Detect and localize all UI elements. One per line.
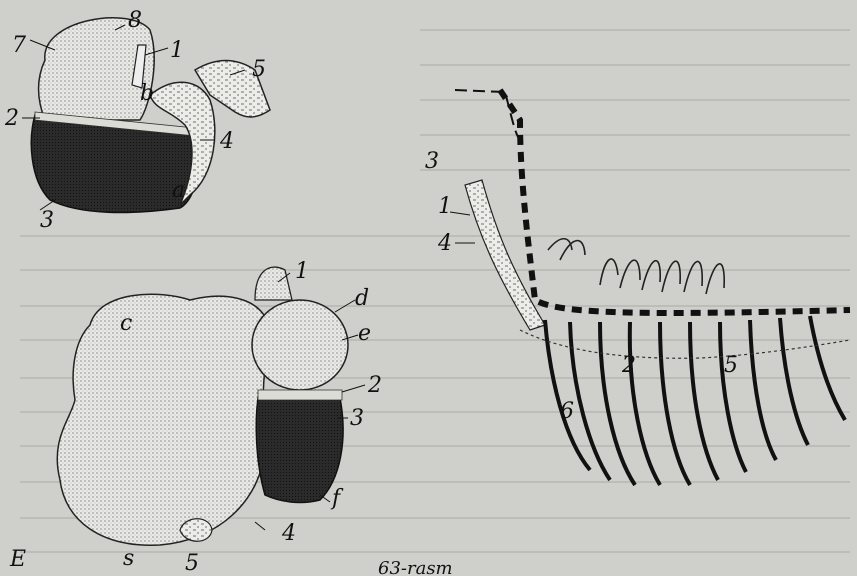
abomasum-dark-region	[256, 398, 343, 502]
label-5: 5	[724, 353, 738, 378]
label-b: b	[140, 81, 154, 106]
rumen-region	[57, 294, 270, 545]
label-3: 3	[425, 149, 439, 174]
label-s: s	[123, 546, 134, 571]
label-E: E	[9, 547, 26, 572]
label-c: c	[120, 311, 132, 336]
label-1: 1	[438, 194, 452, 219]
label-e: e	[358, 321, 371, 346]
figure-caption: 63-rasm	[378, 558, 453, 576]
label-2: 2	[621, 353, 636, 378]
label-6: 6	[560, 399, 574, 424]
label-a: a	[172, 178, 185, 203]
label-4: 4	[281, 521, 296, 546]
label-3: 3	[40, 208, 54, 233]
label-3: 3	[350, 406, 364, 431]
reticulum-region	[252, 300, 348, 390]
label-4: 4	[437, 231, 452, 256]
label-2: 2	[367, 373, 382, 398]
label-8: 8	[128, 8, 142, 33]
label-5: 5	[185, 551, 199, 576]
label-1: 1	[170, 38, 184, 63]
label-5: 5	[252, 57, 266, 82]
label-1: 1	[295, 259, 309, 284]
label-4: 4	[219, 129, 234, 154]
label-7: 7	[12, 33, 26, 58]
label-2: 2	[4, 106, 19, 131]
label-d: d	[355, 286, 369, 311]
